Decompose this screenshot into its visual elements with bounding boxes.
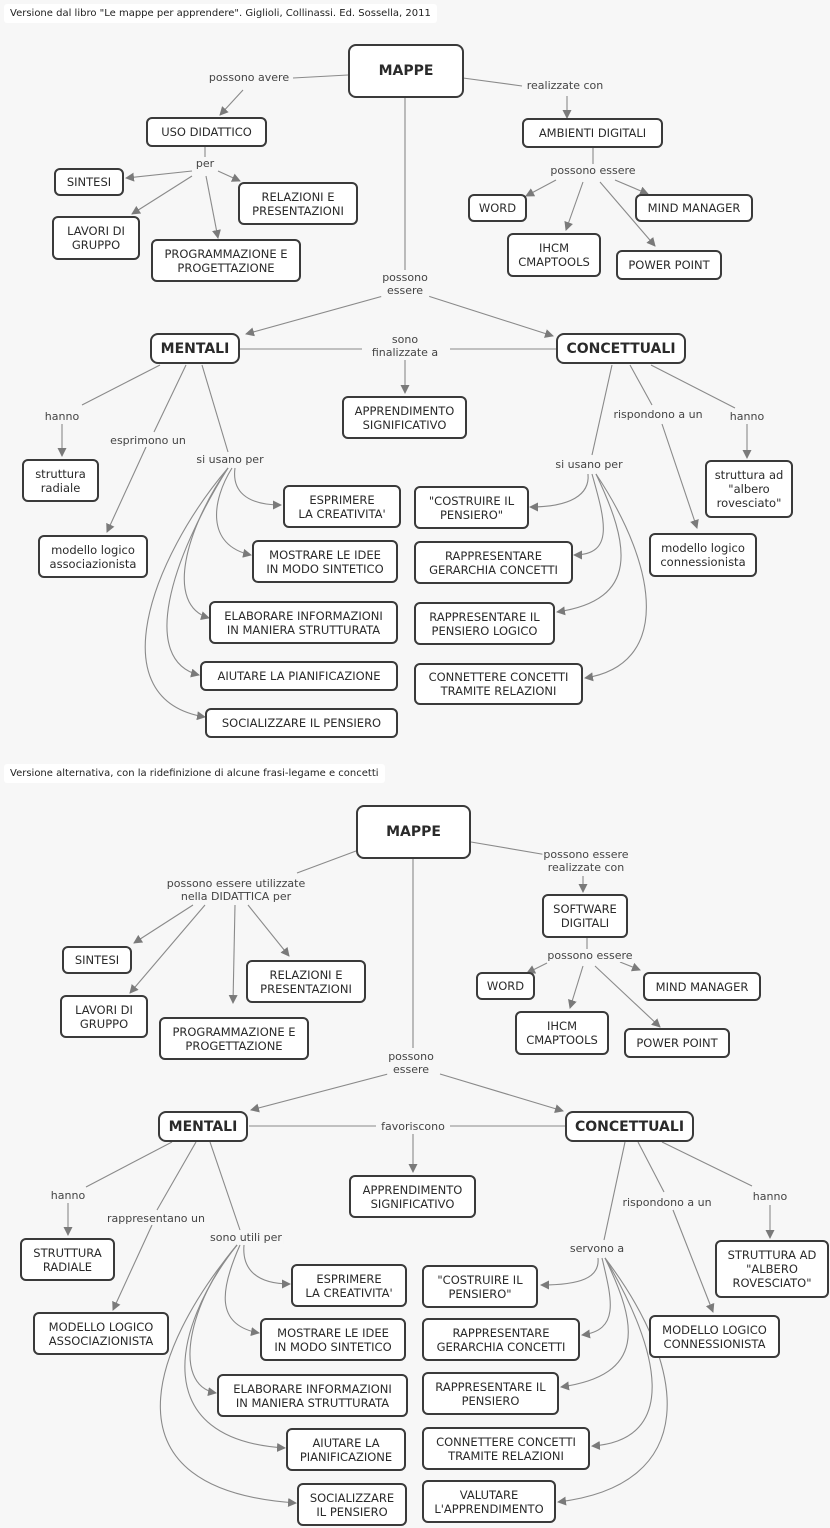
node-connettere-concetti[interactable]: CONNETTERE CONCETTI TRAMITE RELAZIONI [414,663,583,705]
node-word[interactable]: WORD [468,194,527,222]
node-apprendimento-significativo[interactable]: APPRENDIMENTO SIGNIFICATIVO [342,396,467,439]
node-programmazione[interactable]: PROGRAMMAZIONE E PROGETTAZIONE [159,1017,309,1060]
label-possono-essere-software: possono essere [549,164,637,177]
node-sintesi[interactable]: SINTESI [54,168,124,196]
label-sono-finalizzate: sono finalizzate a [370,333,440,359]
node-costruire-pensiero[interactable]: "COSTRUIRE IL PENSIERO" [422,1265,538,1308]
node-modello-connessionista[interactable]: MODELLO LOGICO CONNESSIONISTA [649,1315,780,1358]
node-power-point[interactable]: POWER POINT [624,1028,730,1058]
label-servono-a: servono a [568,1242,626,1255]
node-rappresentare-gerarchia[interactable]: RAPPRESENTARE GERARCHIA CONCETTI [414,541,573,584]
node-valutare-apprendimento[interactable]: VALUTARE L'APPRENDIMENTO [422,1480,556,1523]
node-concettuali[interactable]: CONCETTUALI [556,333,686,364]
label-esprimono-un: esprimono un [109,434,187,447]
node-ihcm-cmaptools[interactable]: IHCM CMAPTOOLS [515,1011,609,1055]
label-realizzate-con: realizzate con [525,79,605,92]
node-aiutare-pianificazione[interactable]: AIUTARE LA PIANIFICAZIONE [286,1428,406,1471]
node-elaborare-informazioni[interactable]: ELABORARE INFORMAZIONI IN MANIERA STRUTT… [209,601,398,644]
node-apprendimento-significativo[interactable]: APPRENDIMENTO SIGNIFICATIVO [349,1175,476,1218]
node-mind-manager[interactable]: MIND MANAGER [643,972,761,1001]
label-favoriscono: favoriscono [380,1120,446,1133]
node-mentali[interactable]: MENTALI [150,333,240,364]
node-socializzare-pensiero[interactable]: SOCIALIZZARE IL PENSIERO [297,1483,407,1526]
node-aiutare-pianificazione[interactable]: AIUTARE LA PIANIFICAZIONE [200,661,398,691]
caption-bottom: Versione alternativa, con la ridefinizio… [4,764,385,783]
label-hanno-concettuali: hanno [751,1190,789,1203]
node-connettere-concetti[interactable]: CONNETTERE CONCETTI TRAMITE RELAZIONI [422,1427,590,1470]
label-si-usano-per-mentali: si usano per [195,453,265,466]
node-power-point[interactable]: POWER POINT [616,250,722,280]
node-software-digitali[interactable]: SOFTWARE DIGITALI [542,894,628,938]
node-mostrare-idee[interactable]: MOSTRARE LE IDEE IN MODO SINTETICO [252,540,398,583]
label-possono-essere: possono essere [387,1050,435,1076]
node-ihcm-cmaptools[interactable]: IHCM CMAPTOOLS [507,233,601,277]
caption-top: Versione dal libro "Le mappe per apprend… [4,4,437,23]
label-utilizzate-didattica: possono essere utilizzate nella DIDATTIC… [165,877,307,903]
node-word[interactable]: WORD [476,972,535,1000]
node-mentali[interactable]: MENTALI [158,1111,248,1142]
node-rappresentare-pensiero-logico[interactable]: RAPPRESENTARE IL PENSIERO LOGICO [414,602,555,645]
node-esprimere-creativita[interactable]: ESPRIMERE LA CREATIVITA' [283,485,401,528]
label-rappresentano-un: rappresentano un [106,1212,206,1225]
node-mind-manager[interactable]: MIND MANAGER [635,194,753,222]
node-programmazione[interactable]: PROGRAMMAZIONE E PROGETTAZIONE [151,239,301,282]
node-costruire-pensiero[interactable]: "COSTRUIRE IL PENSIERO" [414,486,529,529]
node-sintesi[interactable]: SINTESI [62,946,132,974]
label-realizzate-con: possono essere realizzate con [542,848,630,874]
node-struttura-albero-rovesciato[interactable]: struttura ad "albero rovesciato" [705,460,793,518]
label-possono-avere: possono avere [207,71,291,84]
label-rispondono-a-un: rispondono a un [621,1196,713,1209]
node-mostrare-idee[interactable]: MOSTRARE LE IDEE IN MODO SINTETICO [260,1318,406,1361]
node-modello-associazionista[interactable]: modello logico associazionista [38,535,148,578]
node-relazioni-presentazioni[interactable]: RELAZIONI E PRESENTAZIONI [246,960,366,1003]
label-possono-essere: possono essere [381,271,429,297]
node-struttura-radiale[interactable]: struttura radiale [22,459,99,502]
node-elaborare-informazioni[interactable]: ELABORARE INFORMAZIONI IN MANIERA STRUTT… [217,1374,408,1417]
node-ambienti-digitali[interactable]: AMBIENTI DIGITALI [522,118,663,148]
label-hanno-mentali: hanno [43,410,81,423]
node-rappresentare-pensiero[interactable]: RAPPRESENTARE IL PENSIERO [422,1372,559,1415]
node-concettuali[interactable]: CONCETTUALI [565,1111,694,1142]
label-rispondono-a-un: rispondono a un [612,408,704,421]
node-lavori-di-gruppo[interactable]: LAVORI DI GRUPPO [60,995,148,1038]
node-struttura-albero-rovesciato[interactable]: STRUTTURA AD "ALBERO ROVESCIATO" [715,1240,829,1298]
node-modello-connessionista[interactable]: modello logico connessionista [649,533,757,577]
label-per: per [194,157,216,170]
label-hanno-concettuali: hanno [728,410,766,423]
node-socializzare-pensiero[interactable]: SOCIALIZZARE IL PENSIERO [205,708,398,738]
node-mappe[interactable]: MAPPE [348,44,464,98]
label-hanno-mentali: hanno [49,1189,87,1202]
node-modello-associazionista[interactable]: MODELLO LOGICO ASSOCIAZIONISTA [33,1312,169,1355]
node-uso-didattico[interactable]: USO DIDATTICO [146,117,267,147]
node-relazioni-presentazioni[interactable]: RELAZIONI E PRESENTAZIONI [238,182,358,225]
node-mappe[interactable]: MAPPE [356,805,471,859]
label-possono-essere-software: possono essere [546,949,634,962]
node-rappresentare-gerarchia[interactable]: RAPPRESENTARE GERARCHIA CONCETTI [422,1318,580,1361]
node-struttura-radiale[interactable]: STRUTTURA RADIALE [20,1238,115,1281]
label-si-usano-per-concettuali: si usano per [554,458,624,471]
label-sono-utili-per: sono utili per [209,1231,283,1244]
node-esprimere-creativita[interactable]: ESPRIMERE LA CREATIVITA' [291,1264,407,1307]
node-lavori-di-gruppo[interactable]: LAVORI DI GRUPPO [52,216,140,260]
